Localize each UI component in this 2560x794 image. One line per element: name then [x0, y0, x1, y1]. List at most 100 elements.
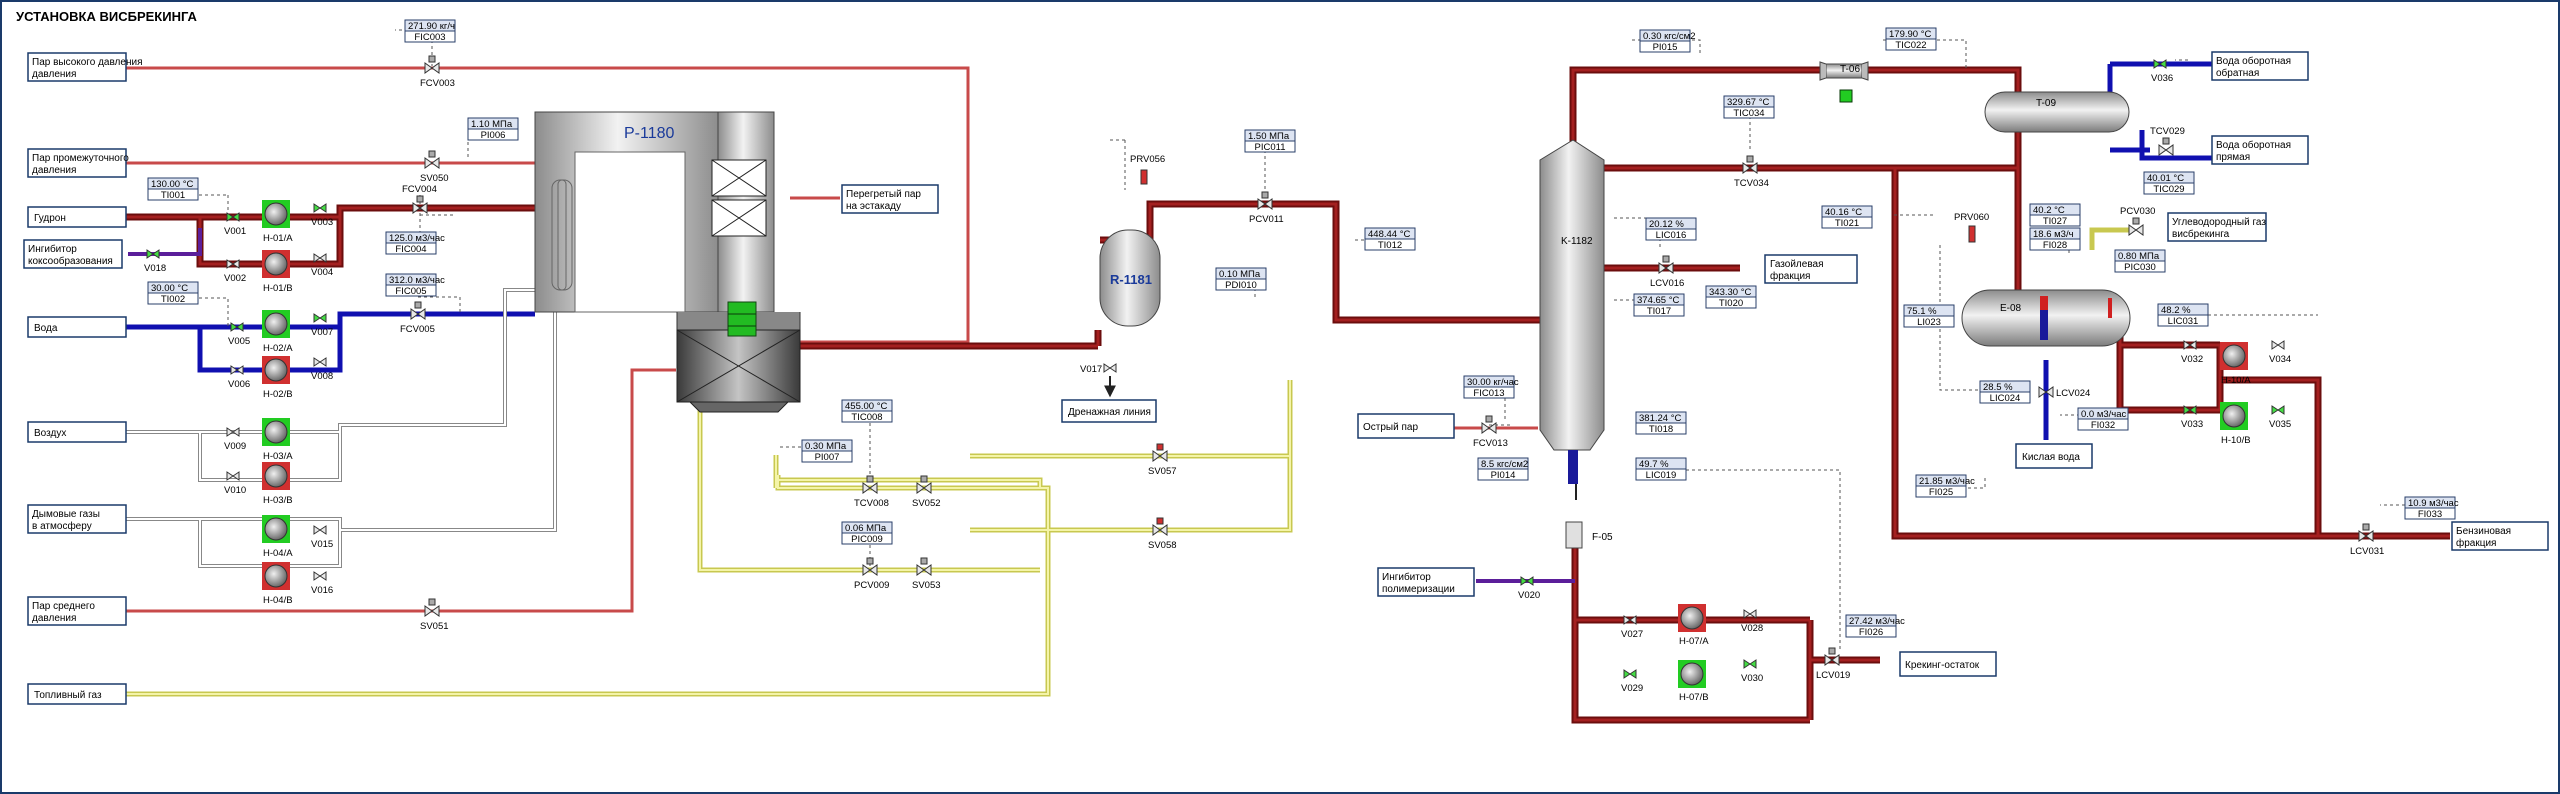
valve-v001[interactable]: V001 — [224, 212, 246, 237]
pump-h03b[interactable]: H-03/B — [262, 462, 293, 506]
valve-v035[interactable]: V035 — [2269, 405, 2291, 430]
stream-hp-steam[interactable]: Пар высокого давления давления — [27, 52, 142, 82]
column-k1182[interactable]: K-1182 — [1539, 139, 1605, 484]
valve-sv050[interactable]: SV050 — [420, 150, 449, 184]
valve-v027[interactable]: V027 — [1621, 615, 1643, 640]
stream-ip-steam[interactable]: Пар промежуточного давления — [27, 148, 129, 178]
valve-v006[interactable]: V006 — [228, 365, 250, 390]
valve-tcv029[interactable]: TCV029 — [2150, 126, 2185, 156]
valve-v032[interactable]: V032 — [2181, 340, 2203, 365]
tag-lic031[interactable]: 48.2 %LIC031 — [2157, 303, 2209, 327]
pump-h01a[interactable]: H-01/A — [262, 200, 293, 244]
valve-v007[interactable]: V007 — [311, 313, 333, 338]
valve-v009[interactable]: V009 — [224, 427, 246, 452]
tag-lic024[interactable]: 28.5 %LIC024 — [1979, 380, 2031, 404]
pump-h10b[interactable]: H-10/B — [2220, 402, 2251, 446]
valve-v030[interactable]: V030 — [1741, 659, 1763, 684]
pump-h02b[interactable]: H-02/B — [262, 356, 293, 400]
valve-prv056[interactable]: PRV056 — [1130, 154, 1165, 185]
valve-sv052[interactable]: SV052 — [912, 475, 941, 509]
valve-fcv013[interactable]: FCV013 — [1473, 415, 1508, 449]
valve-fcv003[interactable]: FCV003 — [420, 55, 455, 89]
valve-v002[interactable]: V002 — [224, 259, 246, 284]
valve-lcv024[interactable]: LCV024 — [2038, 386, 2090, 399]
furnace-p1180[interactable]: P-1180 — [534, 111, 801, 413]
stream-superheated-steam[interactable]: Перегретый пар на эстакаду — [841, 184, 939, 214]
pump-h01b[interactable]: H-01/B — [262, 250, 293, 294]
tag-lic019[interactable]: 49.7 %LIC019 — [1635, 457, 1687, 481]
pump-h03a[interactable]: H-03/A — [262, 418, 293, 462]
separator-e08[interactable]: E-08 — [1961, 289, 2131, 347]
stream-gasoil[interactable]: Газойлевая фракция — [1764, 254, 1858, 284]
pump-h02a[interactable]: H-02/A — [262, 310, 293, 354]
valve-v018[interactable]: V018 — [144, 249, 166, 274]
stream-coke-inhibitor[interactable]: Ингибитор коксообразования — [23, 239, 123, 269]
valve-v028[interactable]: V028 — [1741, 609, 1763, 634]
valve-pcv011[interactable]: PCV011 — [1249, 191, 1284, 225]
valve-fcv005[interactable]: FCV005 — [400, 301, 435, 335]
valve-lcv016[interactable]: LCV016 — [1650, 255, 1684, 289]
stream-hc-gas[interactable]: Углеводородный газ висбрекинга — [2167, 212, 2267, 242]
stream-air[interactable]: Воздух — [27, 421, 127, 443]
valve-v004[interactable]: V004 — [311, 253, 333, 278]
valve-v016[interactable]: V016 — [311, 571, 333, 596]
stream-water[interactable]: Вода — [27, 316, 127, 338]
stream-gudron[interactable]: Гудрон — [27, 206, 127, 228]
filter-f05[interactable]: F-05 — [1565, 521, 1613, 549]
pump-h07b[interactable]: H-07/B — [1678, 660, 1709, 703]
valve-prv060[interactable]: PRV060 — [1954, 212, 1989, 243]
reactor-r1181[interactable]: R-1181 — [1099, 229, 1161, 327]
pump-h04a[interactable]: H-04/A — [262, 515, 293, 559]
valve-v005[interactable]: V005 — [228, 322, 250, 347]
stream-strip-steam[interactable]: Острый пар — [1357, 413, 1455, 439]
valve-tcv034[interactable]: TCV034 — [1734, 155, 1769, 189]
valve-v015[interactable]: V015 — [311, 525, 333, 550]
pump-h10a[interactable]: H-10/A — [2220, 342, 2251, 386]
valve-v036[interactable]: V036 — [2151, 59, 2173, 84]
tag-lic016[interactable]: 20.12 %LIC016 — [1645, 217, 1697, 241]
valve-sv057[interactable]: SV057 — [1148, 443, 1177, 477]
valve-v003[interactable]: V003 — [311, 203, 333, 228]
valve-pcv030[interactable]: PCV030 — [2120, 206, 2155, 236]
valve-v029[interactable]: V029 — [1621, 669, 1643, 694]
valve-pcv009[interactable]: PCV009 — [854, 557, 889, 591]
stream-drain[interactable]: Дренажная линия — [1061, 399, 1157, 423]
valve-sv051[interactable]: SV051 — [420, 598, 449, 632]
stream-cracking-residue[interactable]: Крекинг-остаток — [1899, 651, 1997, 677]
valve-sv058[interactable]: SV058 — [1148, 517, 1177, 551]
valve-v017[interactable]: V017 — [1080, 363, 1117, 375]
heat-exchanger-t09[interactable]: T-09 — [1984, 91, 2130, 133]
valve-v034[interactable]: V034 — [2269, 340, 2291, 365]
stream-sour-water[interactable]: Кислая вода — [2015, 443, 2093, 469]
stream-poly-inhibitor[interactable]: Ингибитор полимеризации — [1377, 567, 1475, 597]
stream-fuel-gas[interactable]: Топливный газ — [27, 683, 127, 705]
valve-v010[interactable]: V010 — [224, 471, 246, 496]
valve-lcv031[interactable]: LCV031 — [2350, 523, 2384, 557]
stream-naphtha[interactable]: Бензиновая фракция — [2451, 521, 2549, 551]
